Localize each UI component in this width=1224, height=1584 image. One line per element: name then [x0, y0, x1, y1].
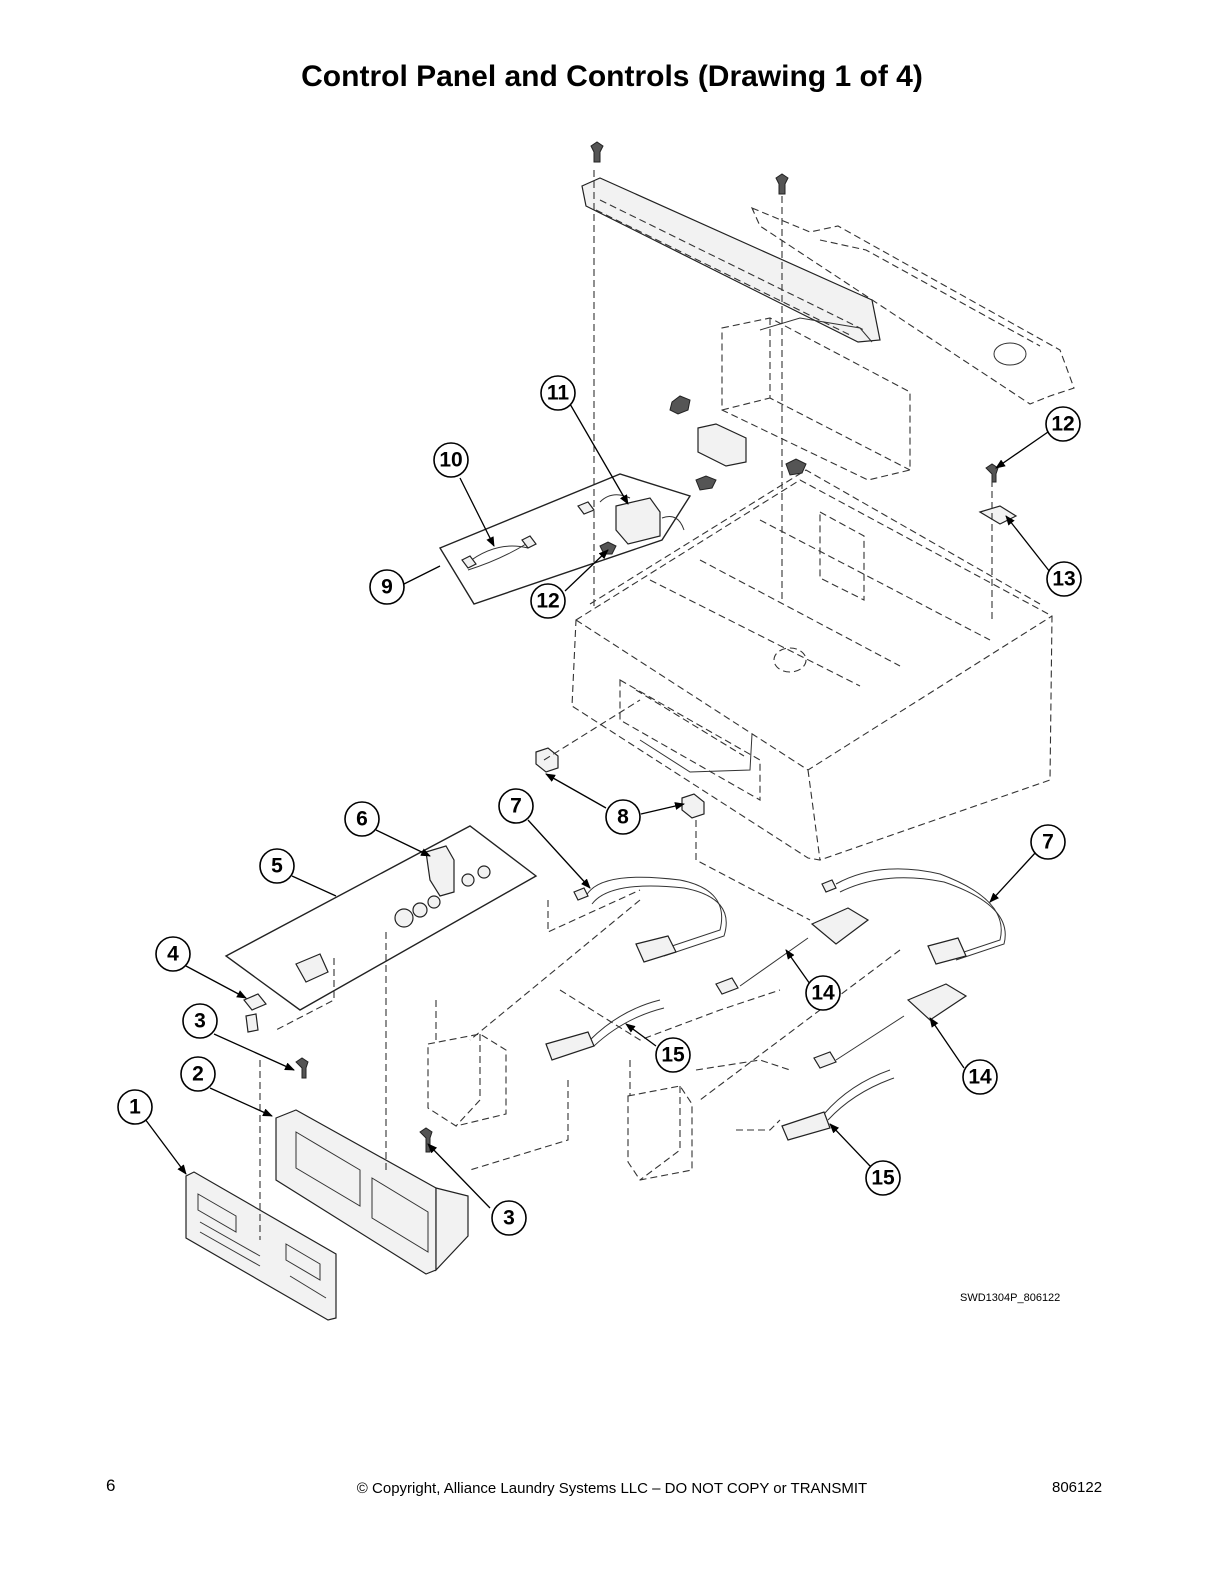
- document-number: 806122: [1052, 1479, 1103, 1496]
- panel-frame: [275, 1057, 469, 1275]
- callout-14: 14: [962, 1059, 998, 1095]
- callout-14: 14: [805, 975, 841, 1011]
- callout-3: 3: [491, 1200, 527, 1236]
- callout-label: 6: [356, 808, 368, 831]
- callout-5: 5: [259, 848, 295, 884]
- switch-component: [535, 699, 705, 819]
- callout-label: 10: [439, 449, 462, 472]
- copyright-notice: © Copyright, Alliance Laundry Systems LL…: [356, 1480, 868, 1497]
- callout-3: 3: [182, 1003, 218, 1039]
- callout-11: 11: [540, 375, 576, 411]
- control-overlay-panel: [185, 1171, 337, 1321]
- callout-label: 12: [536, 590, 559, 613]
- callout-12: 12: [1045, 406, 1081, 442]
- callout-13: 13: [1046, 561, 1082, 597]
- callout-10: 10: [433, 442, 469, 478]
- callout-2: 2: [180, 1056, 216, 1092]
- callout-label: 13: [1052, 568, 1075, 591]
- callout-label: 4: [167, 943, 179, 966]
- callout-label: 12: [1051, 413, 1074, 436]
- callout-4: 4: [155, 936, 191, 972]
- callout-label: 2: [192, 1063, 204, 1086]
- wire-harness: [545, 868, 1006, 1141]
- callout-7: 7: [498, 788, 534, 824]
- callout-6: 6: [344, 801, 380, 837]
- top-rail-bracket: [581, 177, 881, 343]
- callout-label: 9: [381, 576, 393, 599]
- callout-label: 3: [503, 1207, 515, 1230]
- callout-label: 14: [968, 1066, 992, 1089]
- callout-label: 1: [129, 1096, 141, 1119]
- key-switch-kit: [224, 825, 538, 1033]
- callout-9: 9: [369, 569, 405, 605]
- mounting-clip: [978, 463, 1018, 620]
- callout-15: 15: [655, 1037, 691, 1073]
- callout-8: 8: [605, 799, 641, 835]
- callout-label: 7: [510, 795, 522, 818]
- drawing-code: SWD1304P_806122: [960, 1292, 1061, 1304]
- transformer-kit: [438, 473, 692, 605]
- callout-label: 11: [547, 382, 570, 405]
- rear-top-rail: [750, 206, 1075, 405]
- callout-1: 1: [117, 1089, 153, 1125]
- page-title: Control Panel and Controls (Drawing 1 of…: [301, 60, 923, 93]
- callout-label: 15: [661, 1044, 685, 1067]
- callout-label: 7: [1042, 831, 1054, 854]
- callout-label: 8: [617, 806, 629, 829]
- callout-label: 15: [871, 1167, 895, 1190]
- callout-7: 7: [1030, 824, 1066, 860]
- callout-label: 14: [811, 982, 835, 1005]
- callout-leaders: [144, 403, 1051, 1209]
- control-console-housing: [571, 469, 1053, 861]
- callout-label: 3: [194, 1010, 206, 1033]
- callout-12: 12: [530, 583, 566, 619]
- assembly-lines: [259, 820, 901, 1240]
- screw-icon: [590, 141, 789, 195]
- callout-label: 5: [271, 855, 283, 878]
- callout-15: 15: [865, 1160, 901, 1196]
- page-number: 6: [106, 1476, 116, 1495]
- relay-housing: [669, 317, 911, 491]
- circuit-board: [427, 1033, 693, 1181]
